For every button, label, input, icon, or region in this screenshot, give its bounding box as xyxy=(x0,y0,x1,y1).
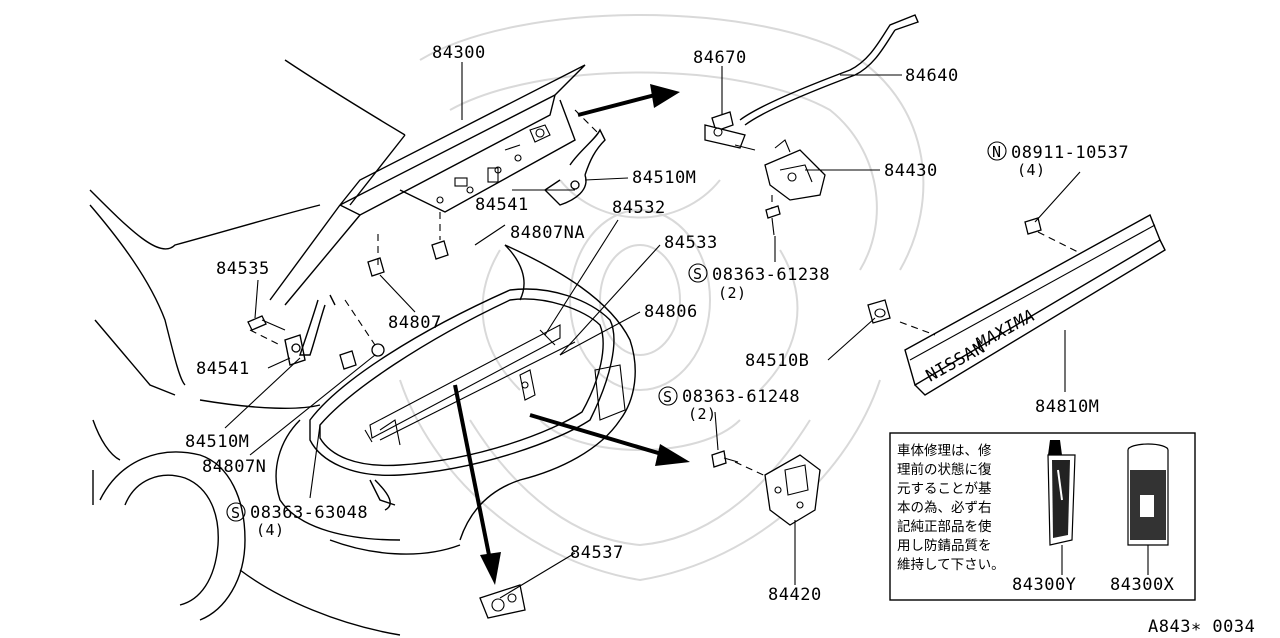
part-84810M-finisher: MAXIMA NISSAN xyxy=(904,214,1166,396)
part-labels: 84300 84670 84640 84510M 84541 84532 848… xyxy=(185,43,1129,605)
label-84541-top: 84541 xyxy=(475,195,529,215)
label-84807N: 84807N xyxy=(202,457,266,477)
label-84806: 84806 xyxy=(644,302,698,322)
part-84640-rod xyxy=(739,14,919,126)
part-84420-striker xyxy=(764,454,821,526)
label-08363-63048-qty: (4) xyxy=(256,521,285,539)
bolt-08363-61248 xyxy=(711,450,739,468)
notice-line-7: 維持して下さい。 xyxy=(897,557,1005,573)
notice-line-1: 車体修理は、修 xyxy=(897,443,992,459)
notice-line-5: 記純正部品を使 xyxy=(897,518,992,535)
label-84807: 84807 xyxy=(388,313,442,333)
trunk-lid xyxy=(269,64,586,306)
label-84510M-top: 84510M xyxy=(632,168,696,188)
sealant-tube-icon xyxy=(1047,440,1076,575)
car-body xyxy=(89,59,636,636)
bumpers xyxy=(339,240,449,370)
part-84510M-left xyxy=(284,294,336,366)
svg-text:S: S xyxy=(231,504,241,522)
label-08363-61248: 08363-61248 xyxy=(682,387,800,407)
part-84510M-hinge xyxy=(543,128,606,206)
label-08363-63048: 08363-63048 xyxy=(250,503,368,523)
bolt-08363-61238 xyxy=(765,205,781,236)
notice-line-6: 用し防錆品質を xyxy=(897,537,992,554)
part-84510B-clip xyxy=(867,299,891,324)
label-84430: 84430 xyxy=(884,161,938,181)
trunk-opening-weatherstrip xyxy=(309,288,626,506)
label-08911-10537-qty: (4) xyxy=(1017,161,1046,179)
repair-notice-box: 車体修理は、修 理前の状態に復 元することが基 本の為、必ず右 記純正部品を使 … xyxy=(889,432,1196,601)
notice-line-3: 元することが基 xyxy=(897,480,992,497)
label-84541-left: 84541 xyxy=(196,359,250,379)
label-08363-61248-qty: (2) xyxy=(688,405,717,423)
direction-arrows xyxy=(453,84,690,585)
label-08363-61238-qty: (2) xyxy=(718,284,747,302)
s-mark-icon: S xyxy=(688,263,708,283)
label-84300Y: 84300Y xyxy=(1012,575,1076,595)
label-84537: 84537 xyxy=(570,543,624,563)
label-08363-61238: 08363-61238 xyxy=(712,265,830,285)
part-84430-latch xyxy=(764,139,826,201)
leader-lines xyxy=(224,62,1081,599)
part-84535-bolt xyxy=(247,315,286,331)
svg-text:S: S xyxy=(663,388,673,406)
s-mark-icon: S xyxy=(658,386,678,406)
part-84537-lock xyxy=(479,584,526,619)
label-84420: 84420 xyxy=(768,585,822,605)
notice-line-2: 理前の状態に復 xyxy=(897,461,992,478)
n-mark-icon: N xyxy=(987,141,1007,161)
s-mark-icon: S xyxy=(226,502,246,522)
label-84300X: 84300X xyxy=(1110,575,1175,595)
label-84532: 84532 xyxy=(612,198,666,218)
part-84670-lock-cylinder xyxy=(704,111,756,151)
svg-text:S: S xyxy=(693,265,703,283)
label-84533: 84533 xyxy=(664,233,718,253)
label-84807NA: 84807NA xyxy=(510,223,585,243)
footer-code: A843∗ 0034 xyxy=(1148,617,1255,637)
spray-can-icon xyxy=(1127,443,1169,575)
label-84300: 84300 xyxy=(432,43,486,63)
torsion-bars xyxy=(364,324,576,443)
label-84810M: 84810M xyxy=(1035,397,1099,417)
watermark-ornament xyxy=(399,14,925,582)
label-08911-10537: 08911-10537 xyxy=(1011,143,1129,163)
notice-line-4: 本の為、必ず右 xyxy=(897,500,992,516)
assembly-guides xyxy=(249,109,1079,479)
label-84510M-left: 84510M xyxy=(185,432,249,452)
nut-08911-10537 xyxy=(1024,217,1042,235)
label-84670: 84670 xyxy=(693,48,747,68)
label-84535: 84535 xyxy=(216,259,270,279)
svg-text:N: N xyxy=(992,143,1002,161)
label-84640: 84640 xyxy=(905,66,959,86)
label-84510B: 84510B xyxy=(745,351,809,371)
